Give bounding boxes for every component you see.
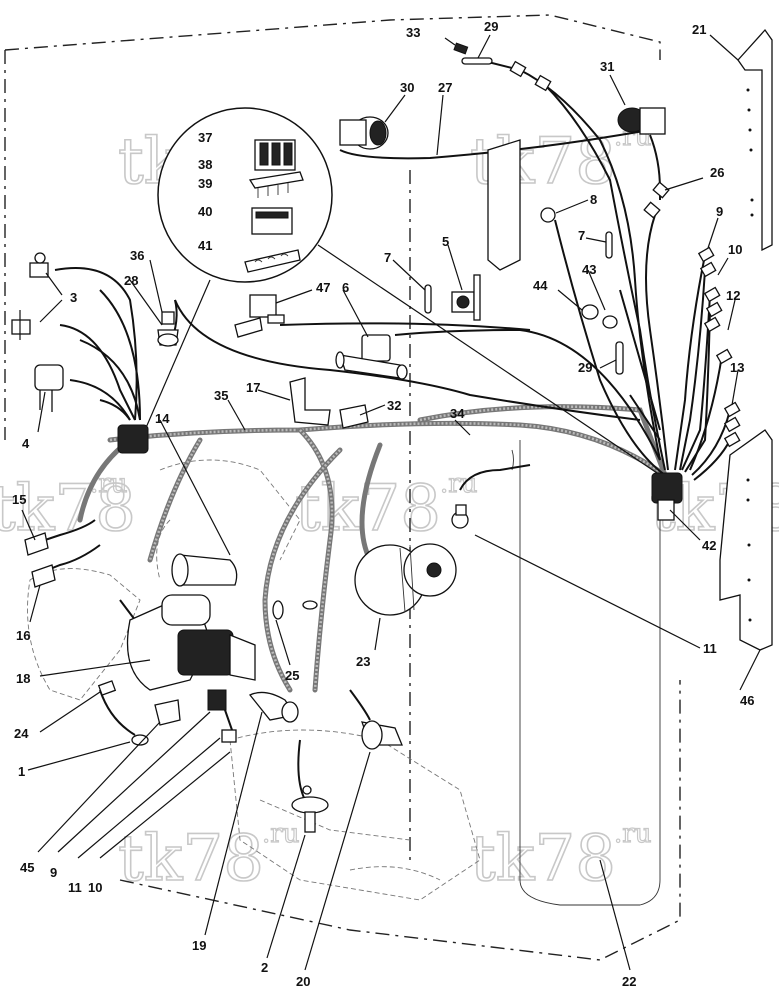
callout-5: 5: [442, 234, 449, 249]
callout-23: 23: [356, 654, 370, 669]
callout-28: 28: [124, 273, 138, 288]
callout-36: 36: [130, 248, 144, 263]
callout-26: 26: [710, 165, 724, 180]
callout-34: 34: [450, 406, 465, 421]
callout-38: 38: [198, 157, 212, 172]
components: [11, 28, 773, 833]
callout-15: 15: [12, 492, 26, 507]
callout-43: 43: [582, 262, 596, 277]
callout-7-center: 7: [384, 250, 391, 265]
callout-6: 6: [342, 280, 349, 295]
callout-labels: 33 29 30 27 31 21 37 38 39 40 41 26 8 9 …: [12, 19, 754, 989]
callout-11-lower: 11: [68, 880, 82, 895]
callout-35: 35: [214, 388, 228, 403]
callout-18: 18: [16, 671, 30, 686]
callout-14: 14: [155, 411, 170, 426]
callout-42: 42: [702, 538, 716, 553]
callout-9-lower: 9: [50, 865, 57, 880]
callout-33: 33: [406, 25, 420, 40]
watermark-4-suffix: .ru: [440, 469, 477, 499]
callout-3: 3: [70, 290, 77, 305]
callout-16: 16: [16, 628, 30, 643]
callout-47: 47: [316, 280, 330, 295]
main-harness: [77, 404, 668, 693]
callout-31: 31: [600, 59, 614, 74]
watermark-7: tk78: [470, 822, 616, 896]
callout-39: 39: [198, 176, 212, 191]
callout-4: 4: [22, 436, 30, 451]
callout-10: 10: [728, 242, 742, 257]
callout-1: 1: [18, 764, 25, 779]
callout-27: 27: [438, 80, 452, 95]
callout-2: 2: [261, 960, 268, 975]
callout-40: 40: [198, 204, 212, 219]
callout-19: 19: [192, 938, 206, 953]
engine-outline: [27, 459, 481, 901]
callout-8: 8: [590, 192, 597, 207]
callout-37: 37: [198, 130, 212, 145]
callout-30: 30: [400, 80, 414, 95]
callout-24: 24: [14, 726, 29, 741]
callout-21: 21: [692, 22, 706, 37]
detail-circle: [144, 107, 661, 476]
callout-12: 12: [726, 288, 740, 303]
callout-22: 22: [622, 974, 636, 989]
callout-44: 44: [533, 278, 548, 293]
callout-9: 9: [716, 204, 723, 219]
callout-45: 45: [20, 860, 34, 875]
callout-41: 41: [198, 238, 212, 253]
callout-29-lower: 29: [578, 360, 592, 375]
callout-46: 46: [740, 693, 754, 708]
callout-13: 13: [730, 360, 744, 375]
callout-20: 20: [296, 974, 310, 989]
callout-11-right: 11: [703, 641, 717, 656]
callout-10-lower: 10: [88, 880, 102, 895]
callout-32: 32: [387, 398, 401, 413]
callout-25: 25: [285, 668, 299, 683]
watermark-3: tk78: [0, 472, 136, 546]
callout-17: 17: [246, 380, 260, 395]
callout-29: 29: [484, 19, 498, 34]
watermark-7-suffix: .ru: [614, 819, 651, 849]
watermark-6-suffix: .ru: [262, 819, 299, 849]
callout-7-right: 7: [578, 228, 585, 243]
leader-lines: [21, 34, 761, 971]
